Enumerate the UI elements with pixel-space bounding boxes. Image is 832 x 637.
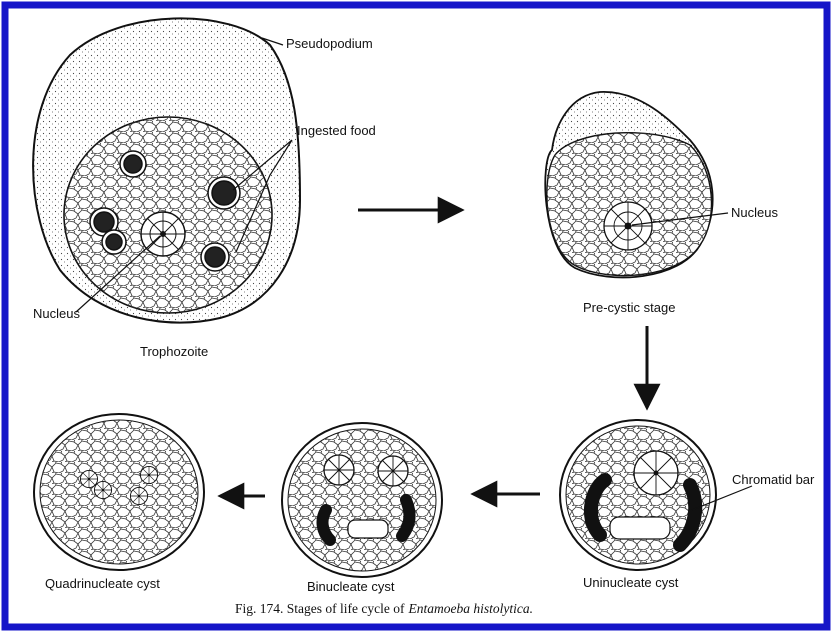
label-binucleate-cyst: Binucleate cyst	[307, 579, 395, 594]
caption-species: Entamoeba histolytica.	[407, 601, 532, 616]
label-quadrinucleate-cyst: Quadrinucleate cyst	[45, 576, 160, 591]
binucleate-cyst-drawing	[282, 423, 442, 577]
nucleus-trophozoite	[141, 212, 185, 256]
trophozoite-drawing	[33, 18, 300, 322]
label-nucleus-precystic: Nucleus	[731, 205, 778, 220]
caption-prefix: Fig. 174. Stages of life cycle of	[235, 601, 405, 616]
label-uninucleate-cyst: Uninucleate cyst	[583, 575, 679, 590]
label-nucleus-trophozoite: Nucleus	[33, 306, 80, 321]
precystic-drawing	[545, 92, 728, 278]
nucleus-quadrinucleate-3	[94, 481, 111, 498]
quadrinucleate-cyst-drawing	[34, 414, 204, 570]
nucleus-quadrinucleate-4	[130, 487, 147, 504]
label-chromatid-bar: Chromatid bar	[732, 472, 815, 487]
label-trophozoite: Trophozoite	[140, 344, 208, 359]
nucleus-precystic	[604, 202, 652, 250]
nucleus-binucleate-1	[324, 455, 354, 485]
nucleus-quadrinucleate-1	[80, 470, 97, 487]
nucleus-binucleate-2	[378, 456, 408, 486]
nucleus-quadrinucleate-2	[140, 466, 157, 483]
label-ingested-food: Ingested food	[297, 123, 376, 138]
uninucleate-cyst-drawing	[560, 420, 752, 570]
label-pseudopodium: Pseudopodium	[286, 36, 373, 51]
nucleus-uninucleate	[634, 451, 678, 495]
label-precystic-stage: Pre-cystic stage	[583, 300, 675, 315]
